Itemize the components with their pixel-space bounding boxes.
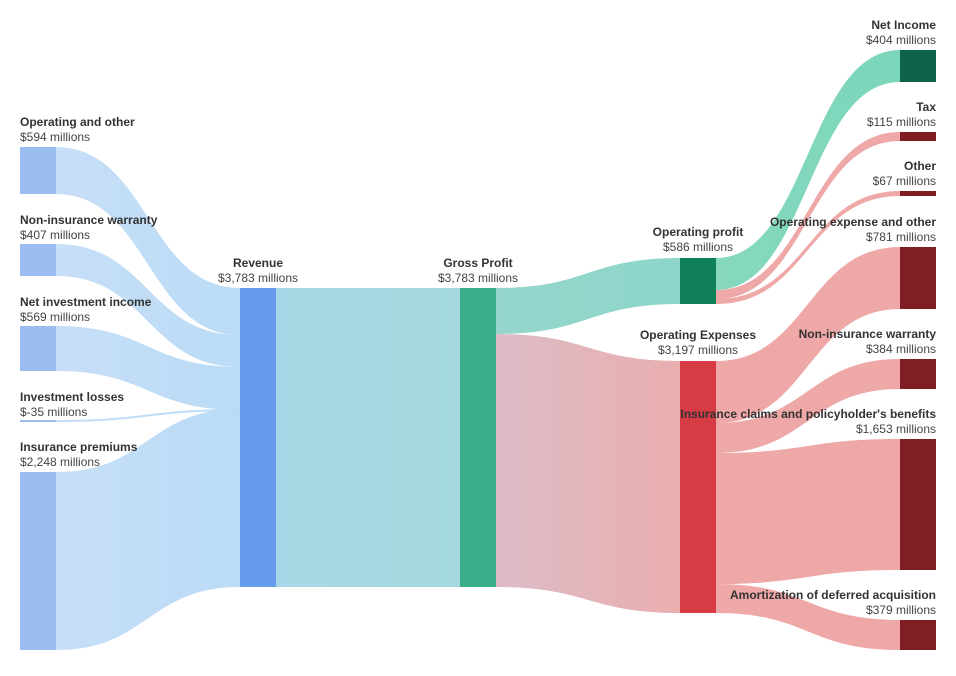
label-noninsur_in-value: $407 millions [20, 228, 90, 242]
node-gross [460, 288, 496, 587]
label-gross-value: $3,783 millions [438, 271, 518, 285]
node-netincome [900, 50, 936, 82]
label-noninsur_out-name: Non-insurance warranty [799, 327, 937, 341]
node-noninsur_in [20, 244, 56, 276]
node-other [900, 191, 936, 196]
link-revenue-to-gross [276, 288, 460, 587]
link-op_other_in-to-revenue [56, 147, 240, 335]
node-opexp [680, 361, 716, 613]
label-other-value: $67 millions [873, 174, 936, 188]
node-opprofit [680, 258, 716, 304]
node-tax [900, 132, 936, 141]
node-amort [900, 620, 936, 650]
label-op_other_in-value: $594 millions [20, 130, 90, 144]
link-opprofit-to-other [716, 191, 900, 304]
node-revenue [240, 288, 276, 587]
label-premiums_in-name: Insurance premiums [20, 440, 138, 454]
node-noninsur_out [900, 359, 936, 389]
label-revenue-name: Revenue [233, 256, 283, 270]
node-netinv_in [20, 326, 56, 371]
label-opexpother-value: $781 millions [866, 230, 936, 244]
node-invloss_in [20, 420, 56, 422]
label-gross-name: Gross Profit [443, 256, 512, 270]
node-claims [900, 439, 936, 570]
link-opexp-to-opexpother [716, 247, 900, 423]
link-netinv_in-to-revenue [56, 326, 240, 410]
link-opprofit-to-netincome [716, 50, 900, 290]
label-premiums_in-value: $2,248 millions [20, 455, 100, 469]
label-tax-name: Tax [916, 100, 936, 114]
label-amort-value: $379 millions [866, 603, 936, 617]
node-op_other_in [20, 147, 56, 194]
links-layer [56, 50, 900, 650]
label-tax-value: $115 millions [867, 115, 936, 129]
link-opexp-to-claims [716, 439, 900, 584]
link-premiums_in-to-revenue [56, 409, 240, 650]
link-gross-to-opprofit [496, 258, 680, 334]
node-premiums_in [20, 472, 56, 650]
label-revenue-value: $3,783 millions [218, 271, 298, 285]
label-noninsur_in-name: Non-insurance warranty [20, 213, 158, 227]
label-other-name: Other [904, 159, 936, 173]
label-op_other_in-name: Operating and other [20, 115, 135, 129]
label-netincome-name: Net Income [871, 18, 936, 32]
label-netinv_in-value: $569 millions [20, 310, 90, 324]
label-opprofit-value: $586 millions [663, 240, 733, 254]
label-noninsur_out-value: $384 millions [866, 342, 936, 356]
label-invloss_in-value: $-35 millions [20, 405, 87, 419]
labels-layer: Operating and other$594 millionsNon-insu… [20, 18, 936, 617]
label-netinv_in-name: Net investment income [20, 295, 152, 309]
label-invloss_in-name: Investment losses [20, 390, 124, 404]
link-opprofit-to-tax [716, 132, 900, 299]
label-claims-value: $1,653 millions [856, 422, 936, 436]
link-opexp-to-noninsur_out [716, 359, 900, 453]
nodes-layer [20, 50, 936, 650]
label-opexp-name: Operating Expenses [640, 328, 756, 342]
node-opexpother [900, 247, 936, 309]
label-opexpother-name: Operating expense and other [770, 215, 936, 229]
label-opprofit-name: Operating profit [653, 225, 744, 239]
label-amort-name: Amortization of deferred acquisition [730, 588, 936, 602]
link-gross-to-opexp [496, 334, 680, 613]
label-netincome-value: $404 millions [866, 33, 936, 47]
link-noninsur_in-to-revenue [56, 244, 240, 367]
link-opexp-to-amort [716, 584, 900, 650]
link-invloss_in-to-revenue [56, 409, 240, 422]
label-opexp-value: $3,197 millions [658, 343, 738, 357]
label-claims-name: Insurance claims and policyholder's bene… [680, 407, 936, 421]
